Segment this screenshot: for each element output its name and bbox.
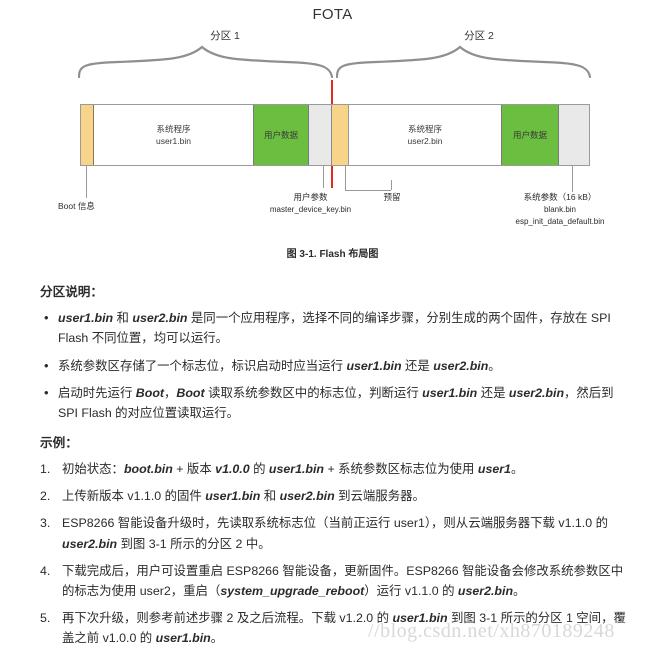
partition-description-list: user1.bin 和 user2.bin 是同一个应用程序，选择不同的编译步骤…	[40, 307, 630, 423]
example-heading: 示例：	[40, 435, 78, 450]
callout-system-parameter-file2: esp_init_data_default.bin	[515, 216, 605, 226]
document-body: 分区说明： user1.bin 和 user2.bin 是同一个应用程序，选择不…	[40, 272, 630, 655]
callout-user-parameter-title: 用户参数	[293, 192, 328, 202]
list-item: ESP8266 智能设备升级时，先读取系统标志位（当前正运行 user1），则从…	[40, 513, 608, 551]
list-item: 上传新版本 v1.1.0 的固件 user1.bin 和 user2.bin 到…	[40, 486, 425, 506]
leader-line-sys-param	[572, 166, 573, 192]
example-steps-list: 初始状态：boot.bin + 版本 v1.0.0 的 user1.bin + …	[40, 459, 630, 648]
callout-system-parameter-file1: blank.bin	[543, 204, 577, 214]
leader-line-reserved-v2	[391, 180, 392, 190]
segment-user-data-1: 用户数据	[253, 105, 309, 165]
segment-system-program-2-line1: 系统程序	[407, 123, 442, 134]
list-item: 下载完成后，用户可设置重启 ESP8266 智能设备，更新固件。ESP8266 …	[40, 561, 624, 598]
partition-description-heading: 分区说明：	[40, 285, 103, 299]
segment-user-data-1-label: 用户数据	[263, 129, 298, 140]
segment-system-program-2: 系统程序 user2.bin	[349, 105, 501, 165]
figure-title: FOTA	[312, 6, 353, 23]
list-item: 初始状态：boot.bin + 版本 v1.0.0 的 user1.bin + …	[40, 459, 524, 479]
leader-line-boot	[86, 166, 87, 198]
segment-system-program-1-line2: user1.bin	[156, 136, 191, 146]
callout-boot-info: Boot 信息	[20, 200, 168, 213]
callout-reserved-text: 预留	[383, 192, 401, 202]
segment-user-data-2: 用户数据	[501, 105, 559, 165]
list-item: 启动时先运行 Boot，Boot 读取系统参数区中的标志位，判断运行 user1…	[40, 382, 630, 423]
flash-layout-figure: FOTA 分区 1 分区 2 系统程序 user1.bin 用户数据 系统程序 …	[0, 0, 665, 260]
segment-system-program-1-line1: 系统程序	[156, 123, 191, 134]
partition-1-brace	[78, 44, 334, 78]
segment-user-parameter	[309, 105, 332, 165]
list-item: 系统参数区存储了一个标志位，标识启动时应当运行 user1.bin 还是 use…	[40, 355, 630, 376]
leader-line-reserved-h	[345, 190, 391, 191]
partition-1-label: 分区 1	[210, 30, 240, 42]
partition-2-label: 分区 2	[464, 30, 494, 42]
segment-system-program-2-line2: user2.bin	[407, 136, 443, 146]
segment-system-program-1: 系统程序 user1.bin	[94, 105, 253, 165]
callout-reserved: 预留	[357, 191, 427, 204]
list-item: 再下次升级，则参考前述步骤 2 及之后流程。下载 v1.2.0 的 user1.…	[40, 608, 626, 645]
segment-system-parameter	[559, 105, 589, 165]
callout-system-parameter: 系统参数（16 kB） blank.bin esp_init_data_defa…	[460, 191, 660, 228]
flash-memory-bar: 系统程序 user1.bin 用户数据 系统程序 user2.bin 用户数据	[80, 104, 590, 166]
callout-system-parameter-title: 系统参数（16 kB）	[523, 192, 597, 202]
list-item: user1.bin 和 user2.bin 是同一个应用程序，选择不同的编译步骤…	[40, 307, 630, 348]
segment-reserved	[332, 105, 349, 165]
leader-line-reserved-v1	[345, 166, 346, 190]
figure-caption: 图 3-1. Flash 布局图	[286, 249, 379, 260]
segment-boot	[81, 105, 94, 165]
segment-user-data-2-label: 用户数据	[512, 129, 547, 140]
partition-2-brace	[336, 44, 592, 78]
callout-boot-info-text: Boot 信息	[58, 201, 95, 211]
leader-line-user-param	[323, 166, 324, 188]
callout-user-parameter: 用户参数 master_device_key.bin	[228, 191, 393, 216]
callout-user-parameter-file: master_device_key.bin	[269, 204, 352, 214]
